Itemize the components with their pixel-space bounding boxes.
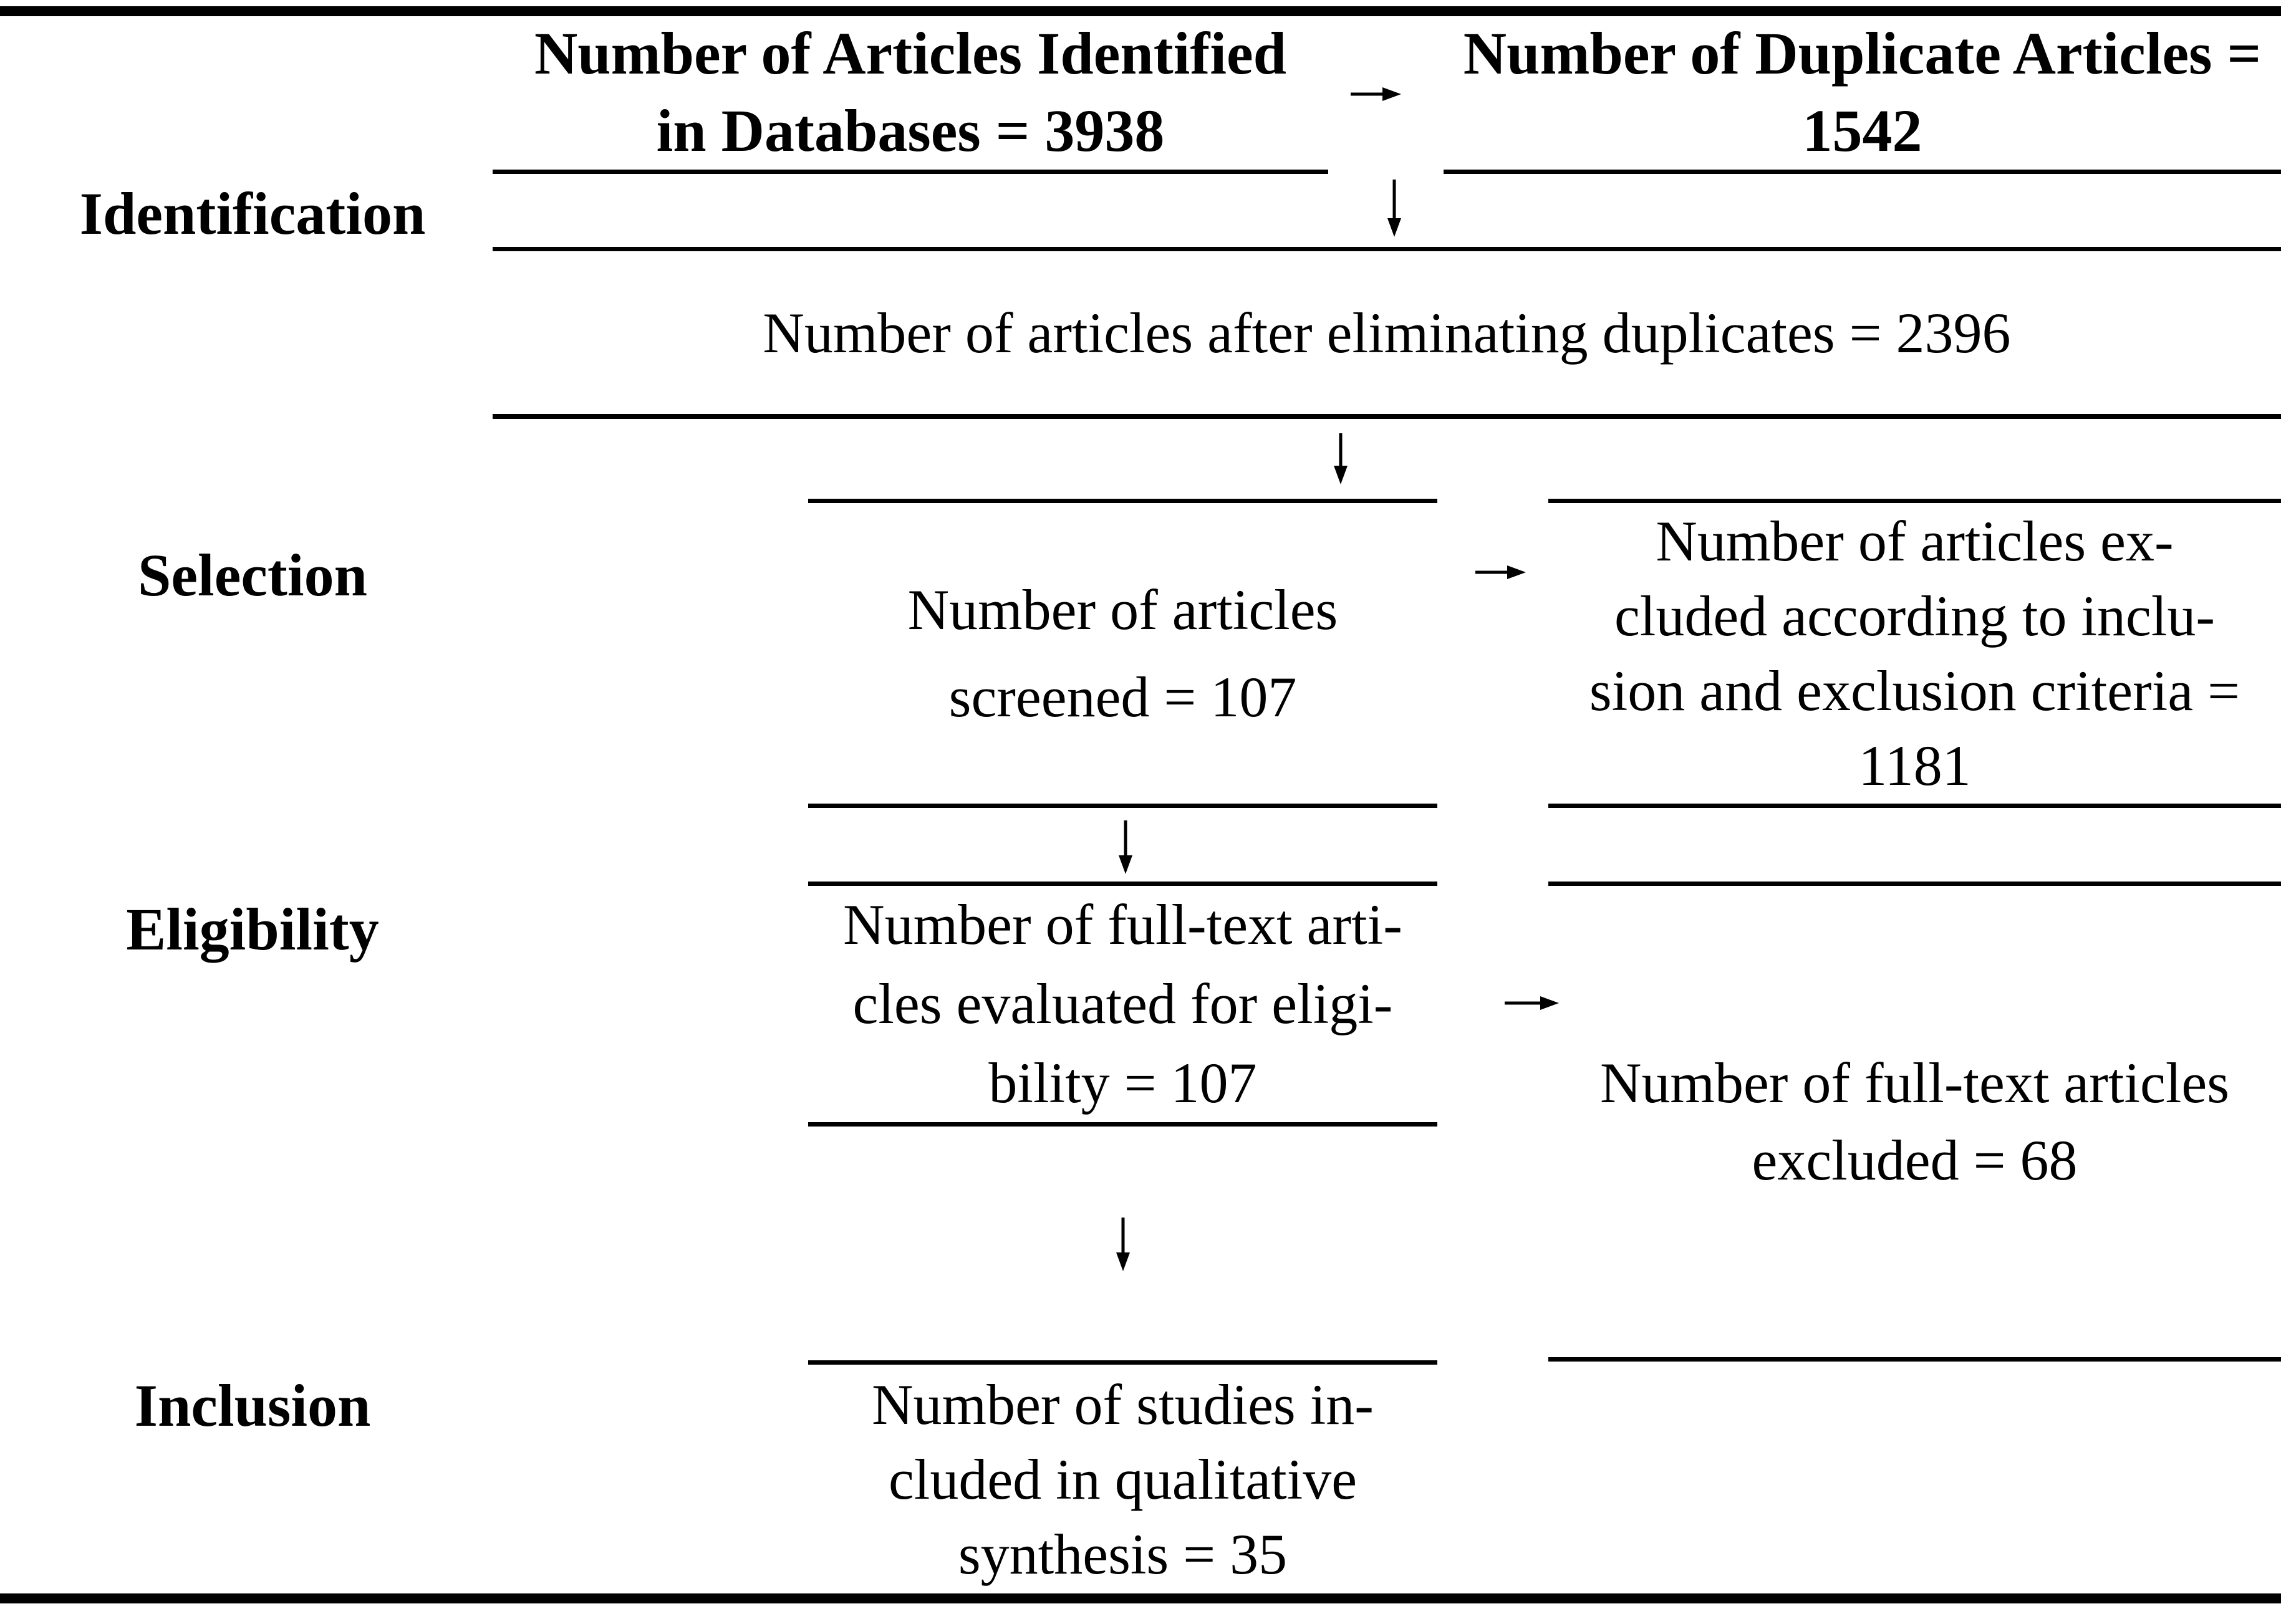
arrow-down-icon — [1116, 1218, 1130, 1271]
stage-label-text: Inclusion — [134, 1372, 371, 1439]
rule-included-top — [808, 1360, 1437, 1365]
box-identified: Number of Articles Identified in Databas… — [493, 15, 1328, 170]
arrow-down-icon — [1387, 180, 1401, 237]
rule-screened-bottom — [808, 804, 1437, 808]
stage-label-text: Eligibility — [126, 895, 379, 963]
stage-label-identification: Identification — [31, 173, 474, 254]
rule-excluded-criteria-top — [1548, 499, 2281, 503]
stage-label-inclusion: Inclusion — [31, 1365, 474, 1446]
box-line: sion and exclusion criteria = — [1589, 659, 2240, 723]
box-line: excluded = 68 — [1752, 1128, 2078, 1192]
arrow-down-icon — [1119, 820, 1132, 874]
box-line: cles evaluated for eligi- — [852, 972, 1393, 1035]
box-line: Number of articles after eliminating dup… — [763, 300, 2011, 365]
top-border — [0, 6, 2281, 16]
rule-fulltext-evaluated-bottom — [808, 1122, 1437, 1127]
arrow-right-icon — [1351, 87, 1401, 101]
box-duplicates: Number of Duplicate Articles = 1542 — [1444, 15, 2281, 170]
box-line: screened = 107 — [948, 665, 1297, 729]
rule-fulltext-excluded-bottom — [1548, 1357, 2281, 1362]
bottom-border — [0, 1593, 2281, 1603]
rule-excluded-criteria-bottom — [1548, 804, 2281, 808]
arrow-down-icon — [1334, 433, 1348, 484]
rule-fulltext-excluded-top — [1548, 882, 2281, 886]
box-line: 1542 — [1802, 97, 1922, 164]
box-line: Number of Articles Identified — [534, 20, 1287, 87]
stage-label-text: Identification — [79, 180, 426, 247]
arrow-right-icon — [1475, 565, 1526, 579]
stage-label-text: Selection — [138, 541, 367, 608]
stage-label-selection: Selection — [31, 534, 474, 615]
box-line: cluded in qualitative — [888, 1447, 1358, 1511]
box-line: Number of full-text articles — [1599, 1051, 2230, 1115]
box-line: Number of Duplicate Articles = — [1463, 20, 2262, 87]
rule-under-identified — [493, 170, 1328, 174]
box-line: Number of articles ex- — [1656, 509, 2174, 573]
box-excluded-criteria: Number of articles ex- cluded according … — [1548, 503, 2281, 804]
rule-identification-bottom — [493, 247, 2281, 251]
box-fulltext-excluded: Number of full-text articles excluded = … — [1548, 886, 2281, 1357]
box-line: in Databases = 3938 — [656, 97, 1165, 164]
rule-after-duplicates-bottom — [493, 414, 2281, 419]
box-line: Number of full-text arti- — [843, 893, 1402, 956]
box-line: synthesis = 35 — [958, 1522, 1288, 1586]
stage-label-eligibility: Eligibility — [31, 888, 474, 969]
rule-fulltext-evaluated-top — [808, 882, 1437, 886]
box-line: 1181 — [1858, 734, 1971, 797]
box-screened: Number of articles screened = 107 — [808, 503, 1437, 804]
box-line: cluded according to inclu- — [1614, 584, 2216, 648]
arrow-right-icon — [1505, 996, 1559, 1010]
box-line: bility = 107 — [988, 1051, 1257, 1115]
box-fulltext-evaluated: Number of full-text arti- cles evaluated… — [808, 886, 1437, 1122]
rule-screened-top — [808, 499, 1437, 503]
rule-under-duplicates — [1444, 170, 2281, 174]
box-line: Number of studies in- — [872, 1372, 1374, 1436]
box-after-duplicates: Number of articles after eliminating dup… — [493, 251, 2281, 414]
box-included: Number of studies in- cluded in qualitat… — [808, 1365, 1437, 1593]
box-line: Number of articles — [907, 578, 1338, 641]
